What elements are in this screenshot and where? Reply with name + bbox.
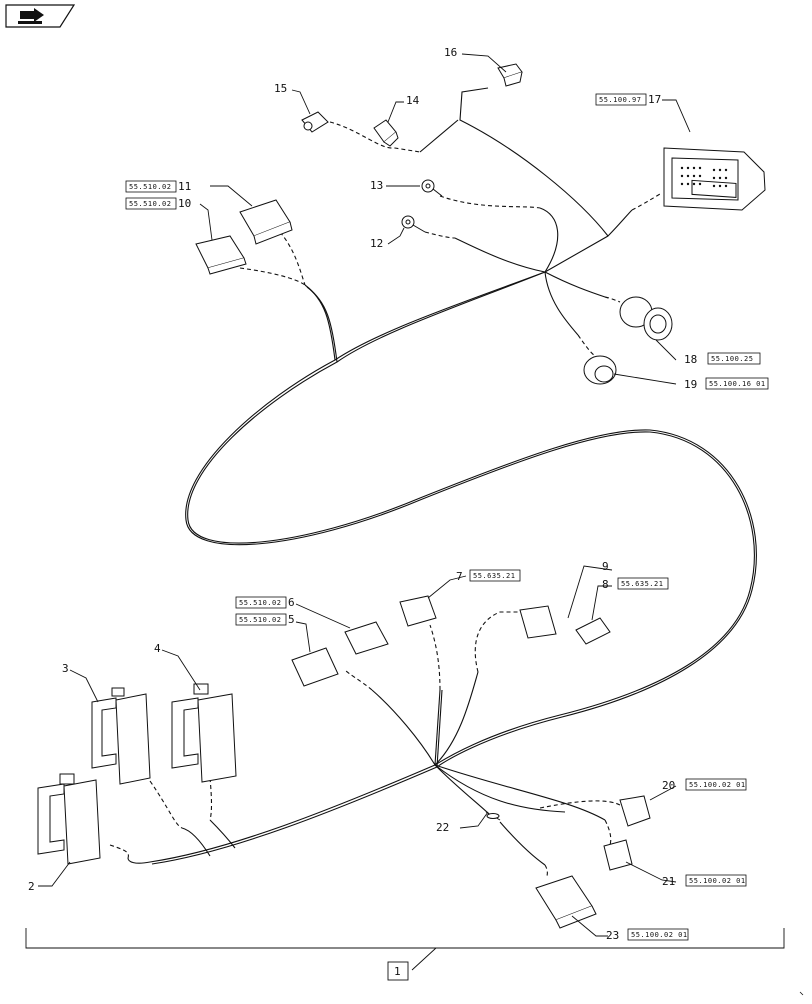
ref-21: 55.100.02 01 [689,877,746,885]
callout-23: 23 [606,929,619,942]
callout-leaders [25,53,785,971]
callout-3: 3 [62,662,69,675]
callout-14: 14 [406,94,420,107]
callout-1: 1 [394,965,401,978]
connector-5-icon [291,647,339,687]
callout-16: 16 [444,46,457,59]
ref-11: 55.510.02 [129,183,171,191]
callout-19: 19 [684,378,697,391]
connector-23-icon [535,875,597,929]
ref-18: 55.100.25 [711,355,753,363]
splice-22-icon [485,811,501,821]
round-connector-18-icon [619,296,673,341]
connector-11-icon [239,199,293,245]
ref-7: 55.635.21 [473,572,515,580]
fuse-block-2-icon [37,773,101,865]
ring-terminal-12-icon [401,215,426,233]
connector-10-icon [195,235,247,275]
next-page-button[interactable] [4,3,76,29]
connector-15-icon [301,111,329,133]
callout-11: 11 [178,180,191,193]
connector-6-icon [344,621,389,655]
callout-7: 7 [456,570,463,583]
connector-20-icon [619,795,651,827]
connector-16-icon [497,63,523,87]
connector-17-icon [663,147,766,211]
ref-8: 55.635.21 [621,580,663,588]
connector-21-icon [603,839,633,871]
callout-9: 9 [602,560,609,573]
callout-13: 13 [370,179,383,192]
fuse-block-4-icon [171,683,237,783]
callout-21: 21 [662,875,675,888]
callout-12: 12 [370,237,383,250]
callout-labels: 16 15 14 55.100.97 17 55.510.02 11 55.51… [28,46,769,981]
ref-19: 55.100.16 01 [709,380,766,388]
callout-2: 2 [28,880,35,893]
callout-6: 6 [288,596,295,609]
callout-15: 15 [274,82,287,95]
ref-17: 55.100.97 [599,96,641,104]
next-page-arrow-icon [5,4,76,28]
connector-8-icon [575,617,611,645]
callout-4: 4 [154,642,161,655]
main-harness-wires [127,87,757,866]
ref-5: 55.510.02 [239,616,281,624]
callout-5: 5 [288,613,295,626]
callout-22: 22 [436,821,449,834]
callout-10: 10 [178,197,191,210]
dashed-leads [109,121,661,879]
callout-18: 18 [684,353,697,366]
connector-14-icon [373,119,399,147]
callout-17: 17 [648,93,661,106]
ref-23: 55.100.02 01 [631,931,688,939]
callout-20: 20 [662,779,675,792]
round-connector-19-icon [583,355,617,385]
ring-terminal-13-icon [421,179,443,197]
callout-8: 8 [602,578,609,591]
ref-6: 55.510.02 [239,599,281,607]
ref-20: 55.100.02 01 [689,781,746,789]
ref-10: 55.510.02 [129,200,171,208]
fuse-block-3-icon [91,687,151,785]
connector-9-icon [519,605,557,639]
connector-7-icon [399,595,437,627]
